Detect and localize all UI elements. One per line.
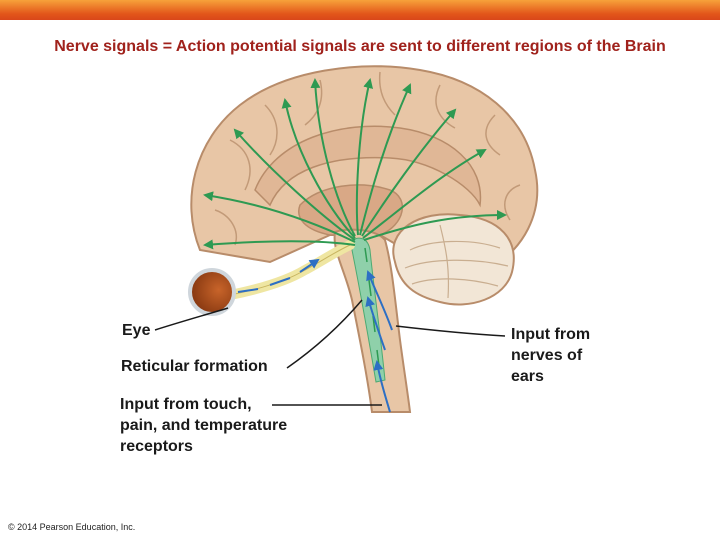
label-ears-line3: ears — [511, 368, 544, 385]
label-touch-line3: receptors — [120, 438, 193, 455]
label-touch-line2: pain, and temperature — [120, 417, 288, 434]
label-reticular-formation: Reticular formation — [121, 358, 268, 375]
label-ears-line2: nerves of — [511, 347, 583, 364]
label-ears-line1: Input from — [511, 326, 591, 343]
label-eye: Eye — [122, 322, 151, 339]
reticular-formation — [351, 237, 386, 383]
sensory-pathways — [365, 270, 393, 413]
header-bar — [0, 0, 720, 20]
leader-eye — [154, 307, 229, 331]
cortical-pathways — [203, 78, 507, 250]
cerebellum — [392, 213, 515, 306]
label-touch-input: Input from touch, pain, and temperature … — [120, 394, 287, 457]
label-ear-input: Input from nerves of ears — [511, 324, 590, 387]
label-touch-line1: Input from touch, — [120, 396, 252, 413]
leader-reticular — [286, 299, 363, 369]
leader-ears — [395, 325, 506, 337]
copyright-notice: © 2014 Pearson Education, Inc. — [8, 522, 136, 532]
slide-title: Nerve signals = Action potential signals… — [54, 38, 666, 55]
eye — [188, 268, 236, 316]
